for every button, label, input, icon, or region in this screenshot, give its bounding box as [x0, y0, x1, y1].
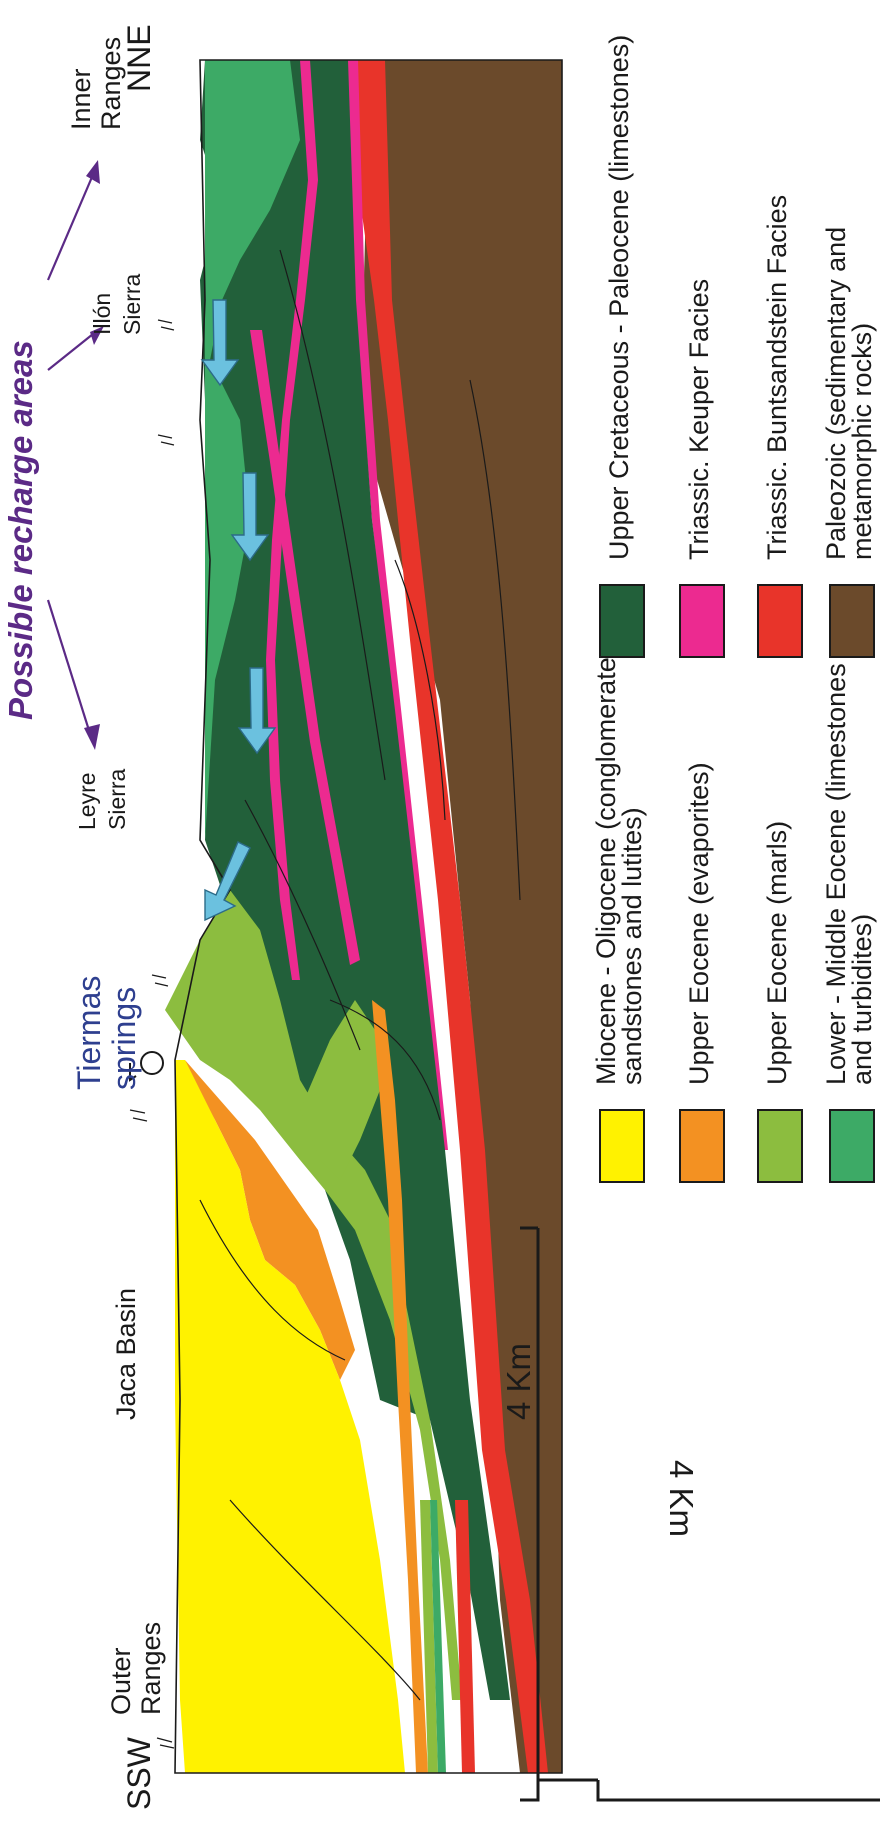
legend-label: and turbidites): [847, 914, 877, 1085]
legend-label: Triassic. Buntsandstein Facies: [762, 195, 792, 560]
legend-label: Upper Cretaceous - Paleocene (limestones…: [604, 35, 634, 560]
place-tiermas-springs-line1: Tiermas: [71, 976, 107, 1090]
orientation-ssw-label: SSW: [121, 1736, 157, 1810]
recharge-title: Possible recharge areas: [2, 340, 39, 720]
legend-swatch: [680, 585, 724, 657]
place-leyre-sierra-line1: Leyre: [74, 772, 100, 830]
orientation-nne-label: NNE: [121, 24, 157, 92]
place-jaca-basin: Jaca Basin: [111, 1288, 141, 1420]
legend-swatch: [680, 1110, 724, 1182]
legend-label: sandstones and lutites): [617, 807, 647, 1085]
legend-label: metamorphic rocks): [847, 323, 877, 560]
place-inner-ranges-line1: Inner: [66, 68, 96, 130]
place-illon-sierra-line2: Sierra: [119, 273, 145, 335]
place-outer-ranges-line2: Ranges: [136, 1622, 166, 1715]
legend-swatch: [830, 585, 874, 657]
legend-label: Upper Eocene (marls): [762, 821, 792, 1085]
legend-swatch: [758, 1110, 802, 1182]
place-illon-sierra-line1: Illón: [89, 293, 115, 335]
legend-label: Triassic. Keuper Facies: [684, 279, 714, 560]
legend-swatch: [600, 585, 644, 657]
recharge-pointers: [48, 160, 104, 750]
place-tiermas-springs-line2: springs: [106, 987, 142, 1090]
scale-vertical-label: 4 Km: [663, 1460, 700, 1537]
legend-swatch: [600, 1110, 644, 1182]
legend-label: Upper Eocene (evaporites): [684, 762, 714, 1085]
cross-section: [130, 60, 562, 1773]
legend-swatch: [758, 585, 802, 657]
place-outer-ranges-line1: Outer: [106, 1647, 136, 1715]
place-leyre-sierra-line2: Sierra: [104, 768, 130, 830]
legend: Miocene - Oligocene (conglomerates,sands…: [591, 35, 877, 1182]
place-inner-ranges-line2: Ranges: [96, 37, 126, 130]
legend-swatch: [830, 1110, 874, 1182]
scale-horizontal-label: 4 Km: [500, 1343, 537, 1420]
